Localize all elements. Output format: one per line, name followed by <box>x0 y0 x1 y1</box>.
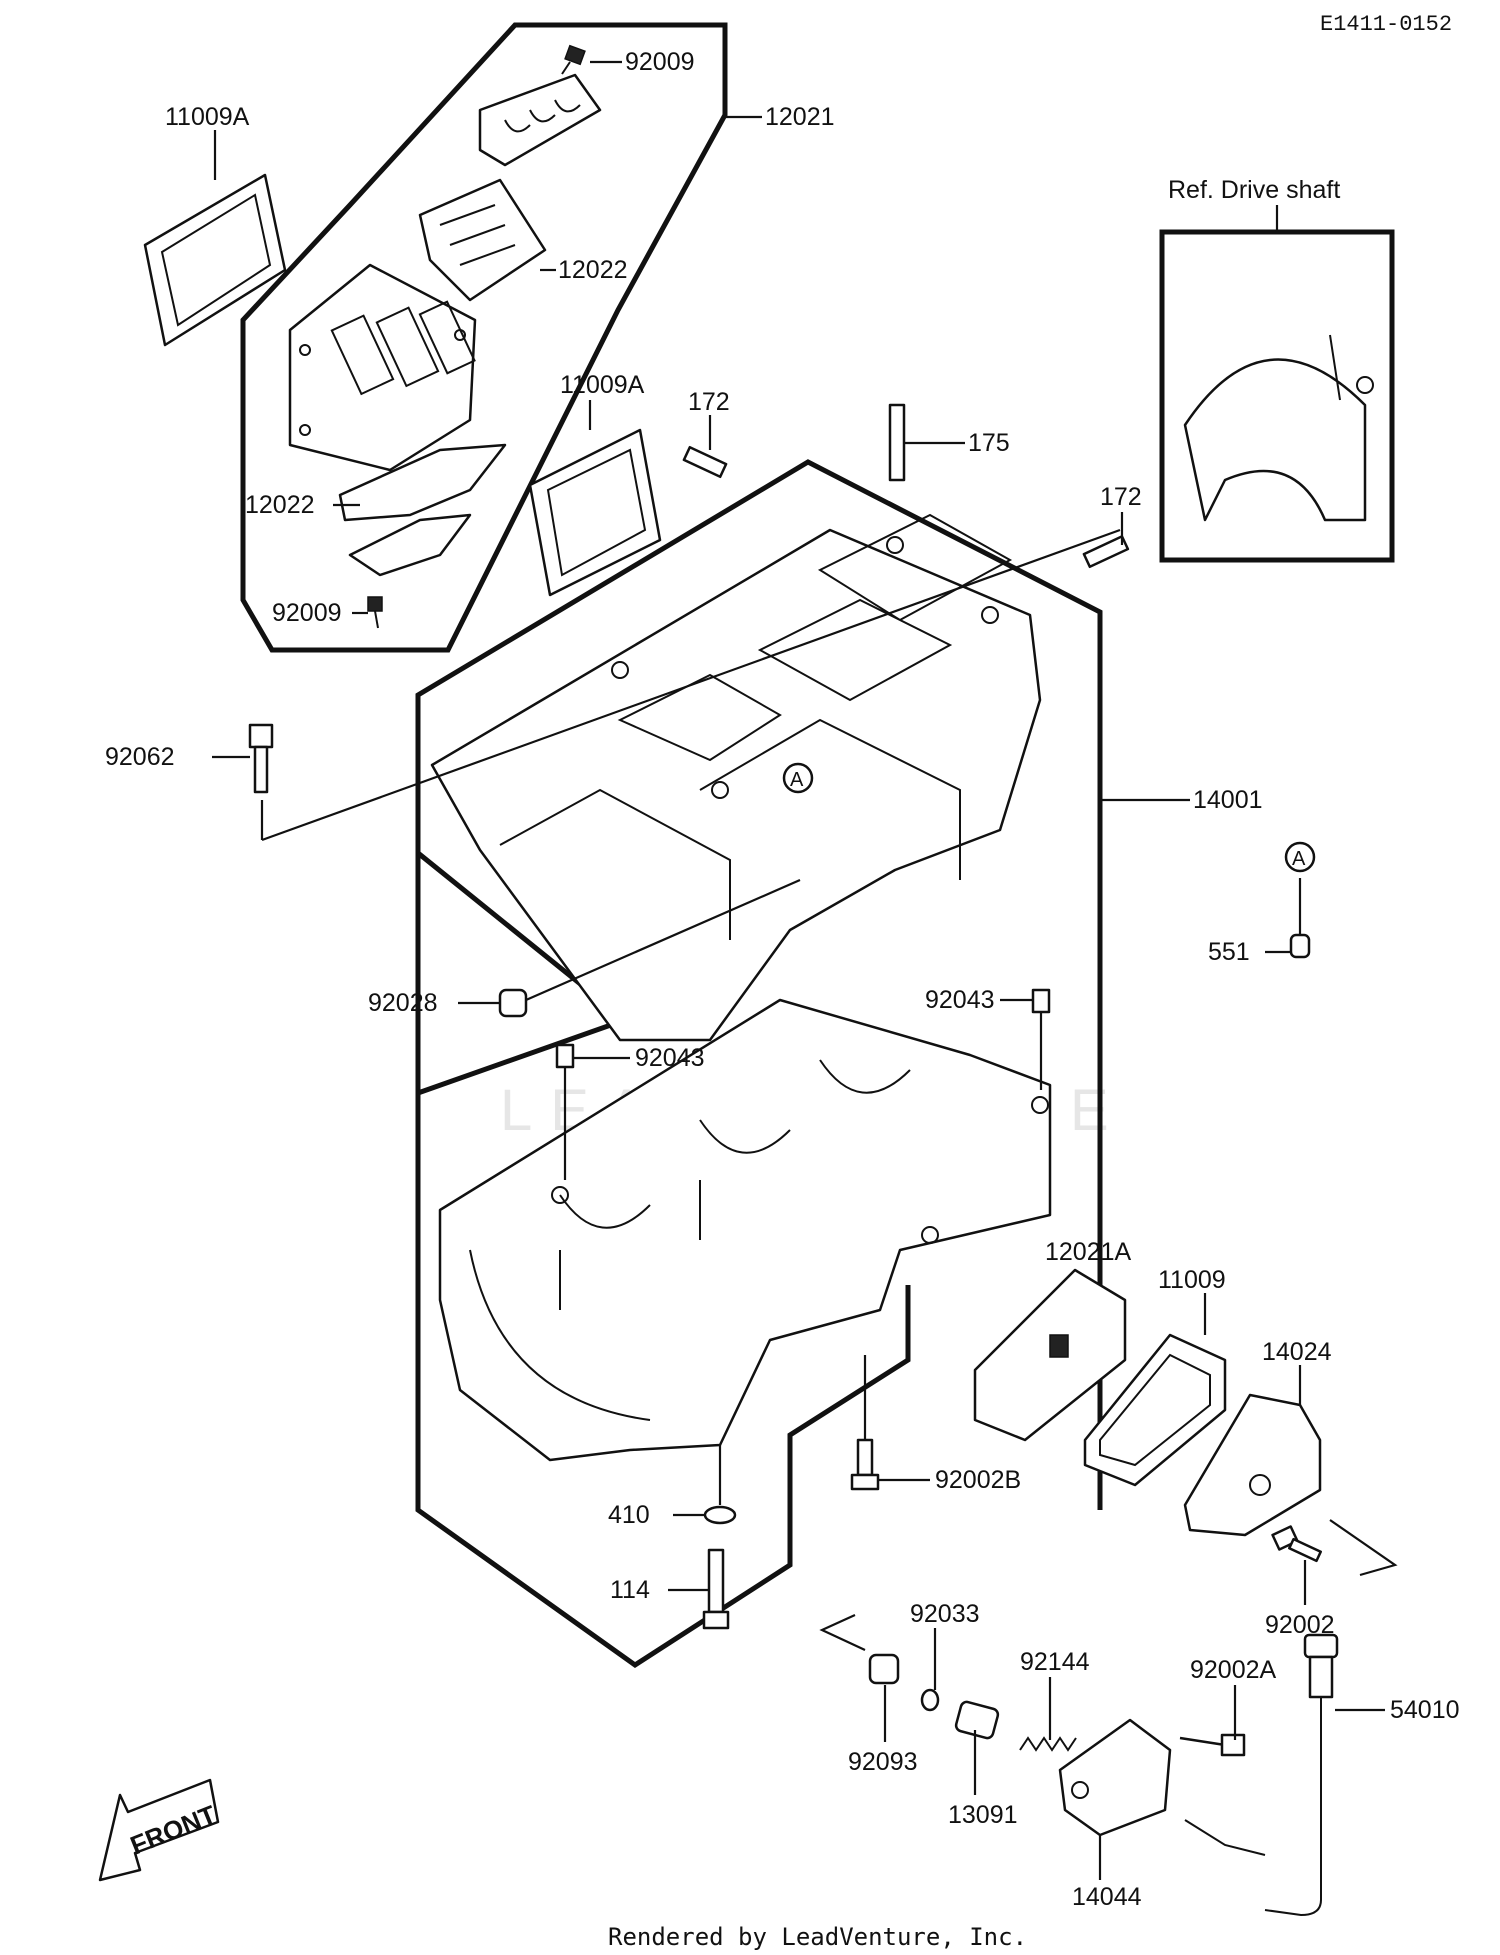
label-14024: 14024 <box>1262 1338 1332 1366</box>
screw-92009-bottom[interactable] <box>367 596 383 629</box>
washer-410[interactable] <box>703 1505 737 1525</box>
cable-54010[interactable] <box>1184 1633 1339 1917</box>
reed-petal-upper[interactable] <box>418 178 547 302</box>
label-92033: 92033 <box>910 1600 980 1628</box>
label-114: 114 <box>610 1576 650 1604</box>
washer-92033[interactable] <box>920 1688 940 1712</box>
dowel-92043-left[interactable] <box>555 1043 575 1069</box>
label-92002: 92002 <box>1265 1611 1335 1639</box>
label-11009: 11009 <box>1158 1266 1226 1294</box>
reference-mark-a-crankcase: A <box>782 762 814 794</box>
gasket-11009A-left[interactable] <box>143 173 287 347</box>
label-92002A: 92002A <box>1190 1656 1277 1684</box>
label-12021: 12021 <box>765 103 835 131</box>
label-54010: 54010 <box>1390 1696 1460 1724</box>
label-14044: 14044 <box>1072 1883 1142 1911</box>
housing-14044[interactable] <box>1058 1718 1172 1837</box>
diagram-code: E1411-0152 <box>1320 12 1452 37</box>
cap-92028[interactable] <box>498 988 528 1018</box>
label-12022-left: 12022 <box>245 491 315 519</box>
upper-crankcase[interactable] <box>430 513 1042 1042</box>
label-92028: 92028 <box>368 989 438 1017</box>
dowel-92043-right[interactable] <box>1031 988 1051 1014</box>
plug-551[interactable] <box>1289 933 1311 959</box>
drive-shaft-cover[interactable] <box>1183 358 1367 522</box>
drive-shaft-ref-box <box>1159 205 1395 563</box>
label-92093: 92093 <box>848 1748 918 1776</box>
label-92144: 92144 <box>1020 1648 1090 1676</box>
reference-mark-text: A <box>1292 848 1306 870</box>
reed-valve-outline <box>240 22 728 653</box>
part-labels: 92009 12021 11009A 12022 11009A 172 175 … <box>105 48 1460 1911</box>
crankcase-outline-upper <box>415 459 1103 1510</box>
label-12021A: 12021A <box>1045 1238 1132 1266</box>
label-11009A-mid: 11009A <box>560 371 645 399</box>
bolt-92062[interactable] <box>248 723 274 794</box>
gasket-11009[interactable] <box>1083 1333 1227 1487</box>
label-172-right: 172 <box>1100 483 1142 511</box>
label-12022-right: 12022 <box>558 256 628 284</box>
bolt-92002A[interactable] <box>1179 1733 1246 1757</box>
label-11009A-left: 11009A <box>165 103 250 131</box>
cover-14024[interactable] <box>1183 1393 1322 1537</box>
bolt-114[interactable] <box>702 1548 730 1630</box>
label-92009-bottom: 92009 <box>272 599 342 627</box>
ref-box-title: Ref. Drive shaft <box>1168 176 1340 204</box>
leader-lines <box>212 60 1385 1880</box>
label-92002B: 92002B <box>935 1466 1021 1494</box>
reed-stopper-upper[interactable] <box>338 443 507 522</box>
cap-92093[interactable] <box>868 1653 900 1685</box>
label-410: 410 <box>608 1501 650 1529</box>
reference-mark-text: A <box>790 769 804 791</box>
spring-92144[interactable] <box>1019 1736 1077 1752</box>
lower-crankcase[interactable] <box>438 998 1052 1462</box>
label-175: 175 <box>968 429 1010 457</box>
bolt-92002B[interactable] <box>850 1438 880 1491</box>
reed-stopper-lower[interactable] <box>348 513 472 577</box>
plunger-13091[interactable] <box>954 1700 1000 1740</box>
label-92043-left: 92043 <box>635 1044 705 1072</box>
reed-valve-group <box>240 22 728 653</box>
reed-valve-housing[interactable] <box>288 263 477 472</box>
bolt-92002[interactable] <box>1271 1525 1322 1563</box>
label-13091: 13091 <box>948 1801 1018 1829</box>
label-92009-top: 92009 <box>625 48 695 76</box>
reed-valve-12021A[interactable] <box>973 1268 1127 1442</box>
label-172-left: 172 <box>688 388 730 416</box>
label-92062: 92062 <box>105 743 175 771</box>
label-14001: 14001 <box>1193 786 1263 814</box>
stud-175[interactable] <box>888 403 906 482</box>
label-92043-right: 92043 <box>925 986 995 1014</box>
crankcase-outline-bottom <box>415 1093 911 1669</box>
front-arrow: FRONT <box>98 1778 220 1882</box>
footer-credit: Rendered by LeadVenture, Inc. <box>608 1923 1027 1951</box>
stud-172-right[interactable] <box>1082 535 1130 569</box>
gasket-11009A-middle[interactable] <box>528 428 662 597</box>
label-551: 551 <box>1208 938 1250 966</box>
stud-172-left[interactable] <box>682 445 728 479</box>
reference-mark-a-side: A <box>1284 841 1316 873</box>
screw-92009-top[interactable] <box>561 44 586 75</box>
